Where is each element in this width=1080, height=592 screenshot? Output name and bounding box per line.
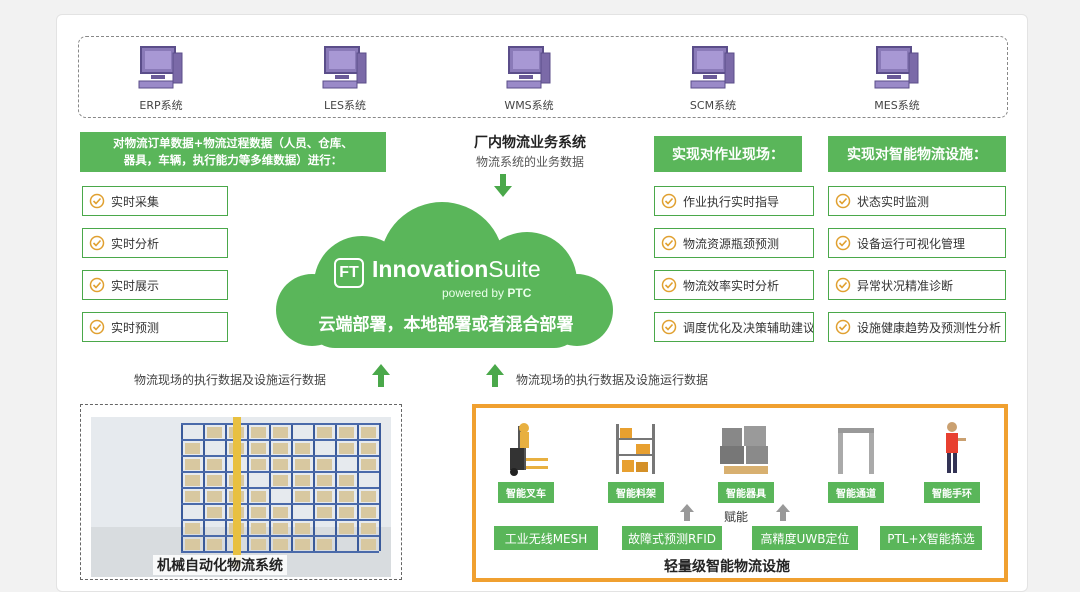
col4-item: 异常状况精准诊断 [828, 270, 1006, 300]
tech-mesh: 工业无线MESH [494, 526, 598, 550]
check-circle-icon [661, 319, 677, 335]
left-header-line1: 对物流订单数据+物流过程数据（人员、仓库、 [113, 136, 353, 150]
col3-item-label: 物流效率实时分析 [683, 278, 780, 293]
brand-part2: Suite [488, 256, 541, 282]
check-circle-icon [835, 319, 851, 335]
flow-label-right: 物流现场的执行数据及设施运行数据 [516, 373, 709, 387]
mechanical-system-title: 机械自动化物流系统 [153, 555, 287, 575]
left-item-label: 实时预测 [111, 320, 160, 335]
left-item: 实时分析 [82, 228, 228, 258]
check-circle-icon [835, 277, 851, 293]
device-label: 智能叉车 [498, 482, 554, 503]
lightweight-facilities-title: 轻量级智能物流设施 [664, 559, 790, 575]
lightweight-facilities-panel: 智能叉车 智能料架 智能器具 智能通道 智能手环 赋能 工业无线MESH 故障式… [472, 404, 1008, 582]
system-wms: WMS系统 [479, 45, 579, 113]
left-header: 对物流订单数据+物流过程数据（人员、仓库、 器具，车辆，执行能力等多维数据）进行… [80, 132, 386, 172]
col3-item: 调度优化及决策辅助建议 [654, 312, 814, 342]
brand-part1: Innovation [372, 256, 489, 282]
tech-ptl: PTL+X智能拣选 [880, 526, 982, 550]
empower-label: 赋能 [724, 510, 749, 524]
system-label: ERP系统 [139, 99, 183, 112]
worker-icon [946, 422, 966, 473]
arrow-down-icon [494, 174, 512, 197]
col4-item: 设施健康趋势及预测性分析 [828, 312, 1006, 342]
arrow-up-icon [486, 364, 504, 387]
system-label: LES系统 [323, 99, 367, 112]
col3-item-label: 调度优化及决策辅助建议 [683, 320, 814, 335]
computer-icon [505, 45, 553, 91]
innovationsuite-wordmark: InnovationSuite [372, 256, 541, 283]
check-circle-icon [89, 319, 105, 335]
left-item-label: 实时采集 [111, 194, 160, 209]
col4-item-label: 异常状况精准诊断 [857, 278, 954, 293]
innovationsuite-logo-mark: FT [334, 258, 364, 288]
forklift-icon [510, 423, 548, 476]
col3-item-label: 作业执行实时指导 [683, 194, 780, 209]
device-container: 智能器具 [706, 418, 786, 503]
arrow-up-icon [680, 504, 694, 521]
check-circle-icon [835, 235, 851, 251]
powered-by: powered by PTC [442, 286, 531, 300]
device-label: 智能手环 [924, 482, 980, 503]
device-shelf: 智能料架 [596, 418, 676, 503]
tech-rfid: 故障式预测RFID [622, 526, 722, 550]
left-item: 实时展示 [82, 270, 228, 300]
computer-icon [689, 45, 737, 91]
device-gate: 智能通道 [816, 418, 896, 503]
powered-prefix: powered by [442, 286, 505, 300]
left-item: 实时采集 [82, 186, 228, 216]
col4-header: 实现对智能物流设施： [828, 136, 1006, 172]
warehouse-rack-image [91, 417, 391, 577]
business-systems-group: ERP系统 LES系统 WMS系统 SCM系统 MES系统 [78, 36, 1008, 118]
system-label: MES系统 [874, 99, 920, 112]
col3-item-label: 物流资源瓶颈预测 [683, 236, 780, 251]
system-scm: SCM系统 [663, 45, 763, 113]
col3-header: 实现对作业现场： [654, 136, 802, 172]
container-icon [720, 426, 768, 474]
gate-icon [838, 428, 874, 474]
computer-icon [873, 45, 921, 91]
device-label: 智能通道 [828, 482, 884, 503]
system-erp: ERP系统 [111, 45, 211, 113]
check-circle-icon [661, 235, 677, 251]
shelf-icon [616, 424, 655, 474]
left-header-line2: 器具，车辆，执行能力等多维数据）进行： [123, 153, 343, 167]
check-circle-icon [89, 235, 105, 251]
device-forklift: 智能叉车 [486, 418, 566, 503]
left-item-label: 实时展示 [111, 278, 160, 293]
col3-item: 物流效率实时分析 [654, 270, 814, 300]
system-label: SCM系统 [689, 99, 737, 112]
col4-item: 设备运行可视化管理 [828, 228, 1006, 258]
col4-item: 状态实时监测 [828, 186, 1006, 216]
system-les: LES系统 [295, 45, 395, 113]
arrow-up-icon [372, 364, 390, 387]
system-label: WMS系统 [504, 99, 554, 112]
arrow-up-icon [776, 504, 790, 521]
left-item: 实时预测 [82, 312, 228, 342]
flow-label-left: 物流现场的执行数据及设施运行数据 [134, 373, 327, 387]
col3-item: 物流资源瓶颈预测 [654, 228, 814, 258]
check-circle-icon [835, 193, 851, 209]
check-circle-icon [89, 277, 105, 293]
col4-item-label: 状态实时监测 [857, 194, 930, 209]
left-item-label: 实时分析 [111, 236, 160, 251]
check-circle-icon [661, 193, 677, 209]
col4-item-label: 设施健康趋势及预测性分析 [857, 320, 1002, 335]
system-mes: MES系统 [847, 45, 947, 113]
col4-item-label: 设备运行可视化管理 [857, 236, 966, 251]
deployment-text: 云端部署，本地部署或者混合部署 [318, 315, 574, 335]
tech-uwb: 高精度UWB定位 [752, 526, 858, 550]
computer-icon [321, 45, 369, 91]
powered-brand: PTC [507, 286, 532, 300]
device-label: 智能料架 [608, 482, 664, 503]
device-label: 智能器具 [718, 482, 774, 503]
col3-item: 作业执行实时指导 [654, 186, 814, 216]
check-circle-icon [89, 193, 105, 209]
mechanical-system-panel: 机械自动化物流系统 [80, 404, 402, 580]
check-circle-icon [661, 277, 677, 293]
computer-icon [137, 45, 185, 91]
center-subtitle: 物流系统的业务数据 [475, 155, 584, 169]
center-title: 厂内物流业务系统 [474, 135, 586, 151]
device-wristband: 智能手环 [912, 418, 992, 503]
